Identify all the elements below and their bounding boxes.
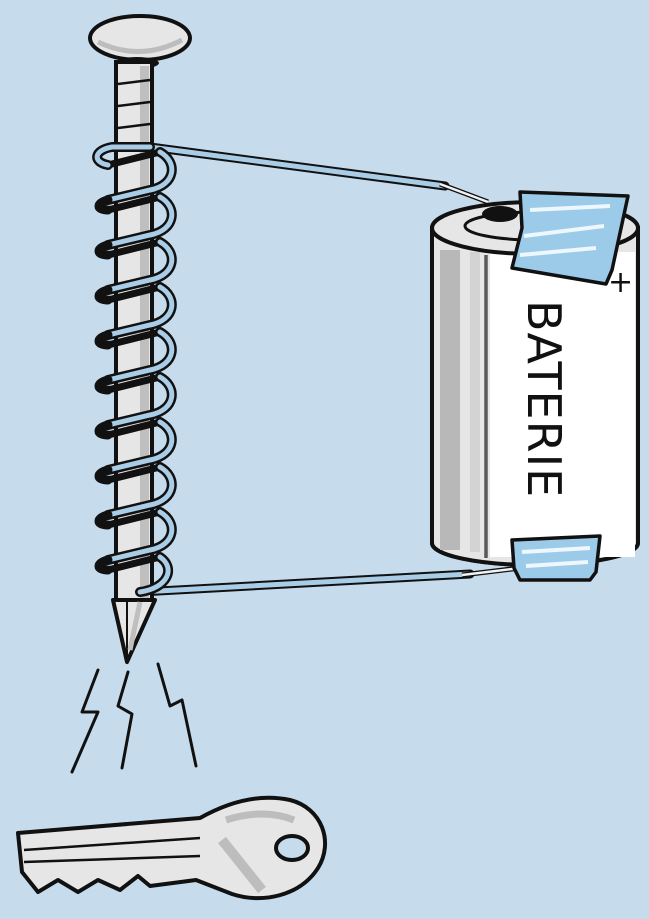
wire-bottom <box>140 568 520 592</box>
tape-icon-bottom <box>512 536 600 580</box>
battery-label: BATERIE <box>517 300 571 498</box>
wire-top <box>150 147 488 202</box>
tape-icon <box>512 192 628 284</box>
key-icon <box>18 798 325 898</box>
spark-icon <box>72 664 196 772</box>
